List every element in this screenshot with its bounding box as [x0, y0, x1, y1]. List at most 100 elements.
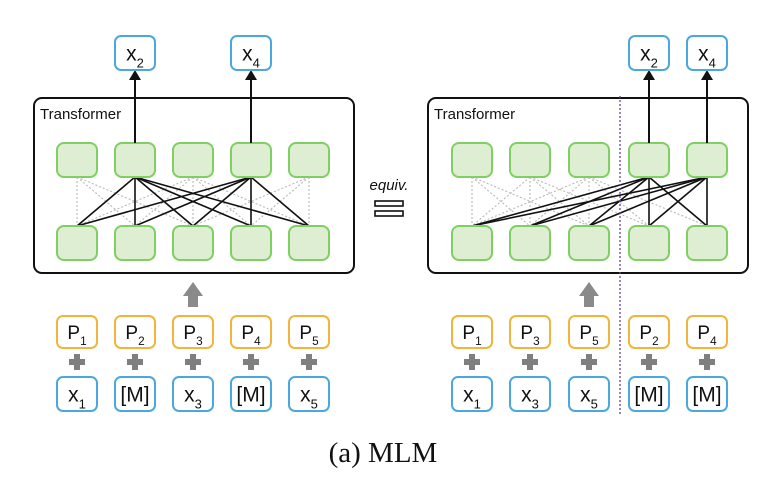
left-bottom-node: [172, 225, 214, 261]
left-top-node: [114, 142, 156, 178]
right-output-box: [686, 35, 728, 71]
right-input-arrow: [579, 282, 599, 307]
left-bottom-node: [230, 225, 272, 261]
left-token-box: [56, 376, 98, 412]
left-attention-edge-dashed: [76, 176, 194, 227]
left-token-label: x1: [68, 384, 86, 412]
right-plus-icon: [522, 354, 538, 370]
left-attention-edge: [192, 176, 252, 227]
right-bottom-node: [451, 225, 493, 261]
right-token-label: x3: [521, 384, 539, 412]
left-token-box: [114, 376, 156, 412]
left-bottom-node: [114, 225, 156, 261]
left-position-box: [172, 315, 214, 349]
equiv-symbol-bar-bottom: [374, 210, 404, 217]
left-attention-edge: [250, 176, 310, 227]
right-token-box: [509, 376, 551, 412]
right-token-label: [M]: [634, 384, 663, 407]
right-position-label: P2: [639, 323, 658, 348]
right-attention-edge-dashed: [471, 176, 531, 227]
right-attention-edge-dashed: [529, 176, 590, 227]
right-position-box: [686, 315, 728, 349]
right-output-arrowhead: [643, 70, 655, 80]
right-transformer-frame: [427, 97, 749, 274]
right-plus-icon: [641, 354, 657, 370]
left-input-arrow: [183, 282, 203, 307]
right-token-label: [M]: [692, 384, 721, 407]
right-top-node: [628, 142, 670, 178]
right-attention-edge: [529, 176, 708, 227]
right-token-label: x1: [463, 384, 481, 412]
left-transformer-label: Transformer: [40, 106, 121, 123]
left-attention-edge-dashed: [192, 176, 310, 227]
right-token-box: [568, 376, 610, 412]
right-attention-edge-dashed: [471, 176, 590, 227]
right-position-label: P3: [520, 323, 540, 348]
left-transformer-frame: [33, 97, 355, 274]
right-position-label: P4: [697, 323, 717, 348]
left-position-label: P3: [183, 323, 203, 348]
left-plus-icon: [185, 354, 201, 370]
left-output-box: [230, 35, 272, 71]
left-plus-icon: [243, 354, 259, 370]
right-plus-icon: [464, 354, 480, 370]
right-attention-edge-dashed: [588, 176, 650, 227]
left-token-label: x5: [300, 384, 318, 412]
left-position-label: P4: [241, 323, 261, 348]
left-plus-icon: [127, 354, 143, 370]
left-top-node: [230, 142, 272, 178]
equiv-label: equiv.: [370, 177, 409, 194]
left-attention-edge: [76, 176, 252, 227]
left-token-box: [288, 376, 330, 412]
left-attention-edge: [134, 176, 252, 227]
left-attention-edge: [76, 176, 136, 227]
left-token-box: [172, 376, 214, 412]
right-token-label: x5: [580, 384, 598, 412]
right-token-box: [628, 376, 670, 412]
left-output-box: [114, 35, 156, 71]
left-position-box: [56, 315, 98, 349]
left-top-node: [172, 142, 214, 178]
right-position-label: P1: [462, 323, 481, 348]
right-attention-edge: [471, 176, 650, 227]
left-bottom-node: [56, 225, 98, 261]
right-output-box: [628, 35, 670, 71]
right-output-label: x4: [698, 43, 716, 71]
left-position-box: [114, 315, 156, 349]
left-output-label: x4: [242, 43, 260, 71]
right-position-box: [451, 315, 493, 349]
right-token-box: [686, 376, 728, 412]
left-position-label: P2: [125, 323, 144, 348]
right-attention-edge: [648, 176, 708, 227]
right-transformer-label: Transformer: [434, 106, 515, 123]
right-token-box: [451, 376, 493, 412]
right-output-arrowhead: [701, 70, 713, 80]
right-bottom-node: [509, 225, 551, 261]
left-output-label: x2: [126, 43, 144, 71]
left-token-label: [M]: [120, 384, 149, 407]
left-position-box: [288, 315, 330, 349]
right-position-label: P5: [579, 323, 599, 348]
right-position-box: [628, 315, 670, 349]
figure-caption: (a) MLM: [328, 437, 438, 469]
left-output-arrowhead: [245, 70, 257, 80]
right-output-label: x2: [640, 43, 658, 71]
right-attention-edge-dashed: [588, 176, 708, 227]
right-attention-edge: [588, 176, 708, 227]
left-token-box: [230, 376, 272, 412]
right-top-node: [451, 142, 493, 178]
right-plus-icon: [699, 354, 715, 370]
right-bottom-node: [568, 225, 610, 261]
right-attention-edge: [471, 176, 708, 227]
left-attention-edge-dashed: [76, 176, 194, 227]
left-top-node: [56, 142, 98, 178]
edges-layer: [76, 176, 708, 227]
right-plus-icon: [581, 354, 597, 370]
right-bottom-node: [628, 225, 670, 261]
right-position-box: [509, 315, 551, 349]
left-position-box: [230, 315, 272, 349]
right-top-node: [568, 142, 610, 178]
